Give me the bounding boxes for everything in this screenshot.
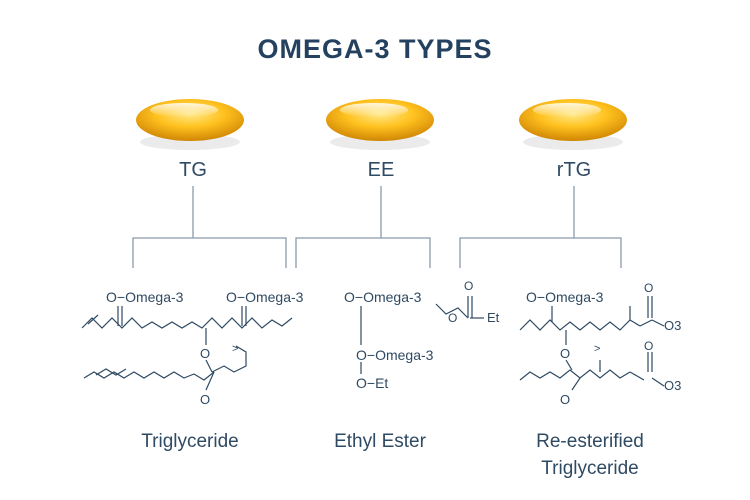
ee-main-label: O−Omega-3 <box>344 289 422 305</box>
capsule-ee <box>326 99 434 150</box>
type-code-ee: EE <box>368 159 395 181</box>
bracket-tg <box>132 186 287 268</box>
caption-triglyceride: Triglyceride <box>90 428 290 455</box>
capsule-rtg <box>519 99 627 150</box>
caption-re-esterified: Re-esterified Triglyceride <box>490 428 690 482</box>
svg-text:>: > <box>594 343 600 355</box>
tg-o-bottom: O <box>200 392 210 407</box>
bracket-ee <box>295 186 431 268</box>
structure-tg: O−Omega-3 O−Omega-3 O O > <box>81 289 304 407</box>
ee-ester-o: O <box>448 311 457 325</box>
ee-carbonyl-o: O <box>464 279 473 293</box>
capsule-tg <box>136 99 244 150</box>
caption-tg-line1: Triglyceride <box>141 431 239 452</box>
tg-right-label: O−Omega-3 <box>226 289 304 305</box>
structure-rtg: O−Omega-3 O O O O O3 O3 > <box>519 281 681 407</box>
ee-et-label: O−Et <box>356 375 388 391</box>
rtg-label: O−Omega-3 <box>526 289 604 305</box>
structure-ee: O−Omega-3 O−Omega-3 O−Et O O Et <box>344 279 500 391</box>
ee-second-label: O−Omega-3 <box>356 347 434 363</box>
rtg-o-bot-right: O <box>644 339 653 353</box>
caption-rtg-line2: Triglyceride <box>541 458 639 479</box>
rtg-o3-top: O3 <box>664 318 681 333</box>
rtg-o-bottom: O <box>560 392 570 407</box>
caption-ee-line1: Ethyl Ester <box>334 431 426 452</box>
bracket-rtg <box>459 186 622 268</box>
rtg-o-top: O <box>644 281 653 295</box>
ee-et-right: Et <box>487 310 500 325</box>
caption-rtg-line1: Re-esterified <box>536 431 644 452</box>
rtg-o-mid: O <box>560 346 570 361</box>
type-code-rtg: rTG <box>557 159 591 181</box>
type-code-tg: TG <box>179 159 207 181</box>
tg-o-mid: O <box>200 346 210 361</box>
page-title: OMEGA-3 TYPES <box>257 34 493 64</box>
svg-text:>: > <box>232 343 238 355</box>
tg-left-label: O−Omega-3 <box>106 289 184 305</box>
rtg-o3-bottom: O3 <box>664 378 681 393</box>
caption-ethyl-ester: Ethyl Ester <box>290 428 470 455</box>
